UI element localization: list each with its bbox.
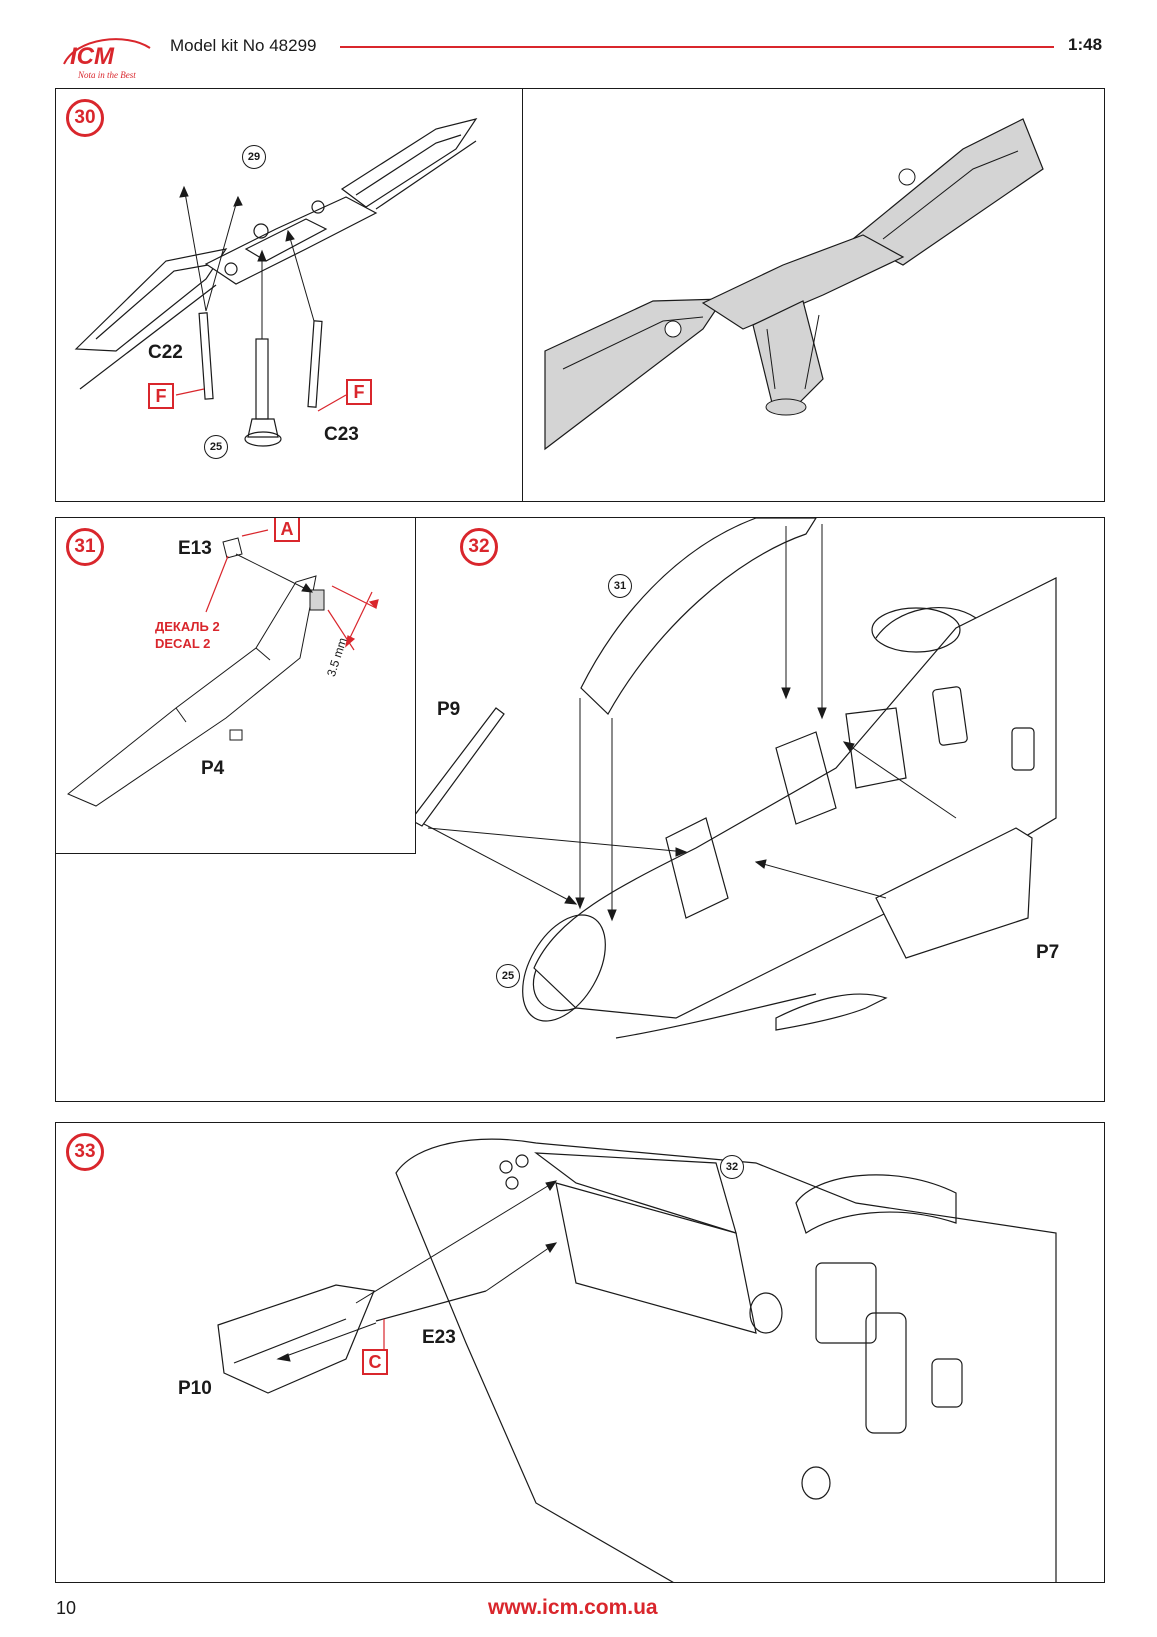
part-label-p7: P7	[1036, 942, 1060, 963]
part-label-c22: C22	[148, 342, 183, 363]
svg-text:Nota in the Best: Nota in the Best	[77, 70, 136, 80]
icm-logo: ICM Nota in the Best	[56, 34, 156, 82]
scale-label: 1:48	[1068, 35, 1103, 54]
step-number-badge: 32	[460, 528, 498, 566]
color-code-box: C	[362, 1349, 388, 1375]
rotor-head-assembled-drawing	[544, 118, 1044, 451]
part-label-e13: E13	[178, 538, 212, 559]
part-label-p9: P9	[437, 699, 461, 720]
step-number-badge: 31	[66, 528, 104, 566]
step-30-panel: 30 29 25 C22 C23 F F	[55, 88, 523, 502]
cockpit-canopy-exploded-drawing	[410, 518, 1057, 1039]
reference-step-badge: 31	[608, 574, 632, 598]
part-label-e23: E23	[422, 1327, 456, 1348]
reference-step-badge: 25	[204, 435, 228, 459]
step-number-badge: 33	[66, 1133, 104, 1171]
part-label-p4: P4	[201, 758, 225, 779]
kit-title: Model kit No 48299	[170, 36, 317, 55]
color-code-box: F	[346, 379, 372, 405]
page-number: 10	[56, 1598, 77, 1618]
website-link[interactable]: www.icm.com.ua	[488, 1596, 658, 1619]
decal-label-en: DECAL 2	[155, 636, 211, 651]
color-code-box: A	[274, 518, 300, 542]
header-rule	[340, 46, 1054, 48]
step-30-result-panel	[522, 88, 1105, 502]
decal-label: ДЕКАЛЬ 2 DECAL 2	[155, 618, 220, 652]
step-number-badge: 30	[66, 99, 104, 137]
svg-text:ICM: ICM	[70, 43, 115, 70]
side-door-exploded-drawing	[217, 1138, 1057, 1582]
step-33-panel: 33 32 E23 P10 C	[55, 1122, 1105, 1583]
decal-label-ru: ДЕКАЛЬ 2	[155, 619, 220, 634]
part-label-p10: P10	[178, 1378, 212, 1399]
color-code-box: F	[148, 383, 174, 409]
step-31-panel: 31 E13 P4 A ДЕКАЛЬ 2 DECAL 2 3.5 mm	[55, 517, 416, 854]
blade-decal-drawing	[67, 529, 379, 807]
rotor-head-exploded-drawing	[74, 118, 478, 447]
reference-step-badge: 32	[720, 1155, 744, 1179]
reference-step-badge: 29	[242, 145, 266, 169]
part-label-c23: C23	[324, 424, 359, 445]
reference-step-badge: 25	[496, 964, 520, 988]
